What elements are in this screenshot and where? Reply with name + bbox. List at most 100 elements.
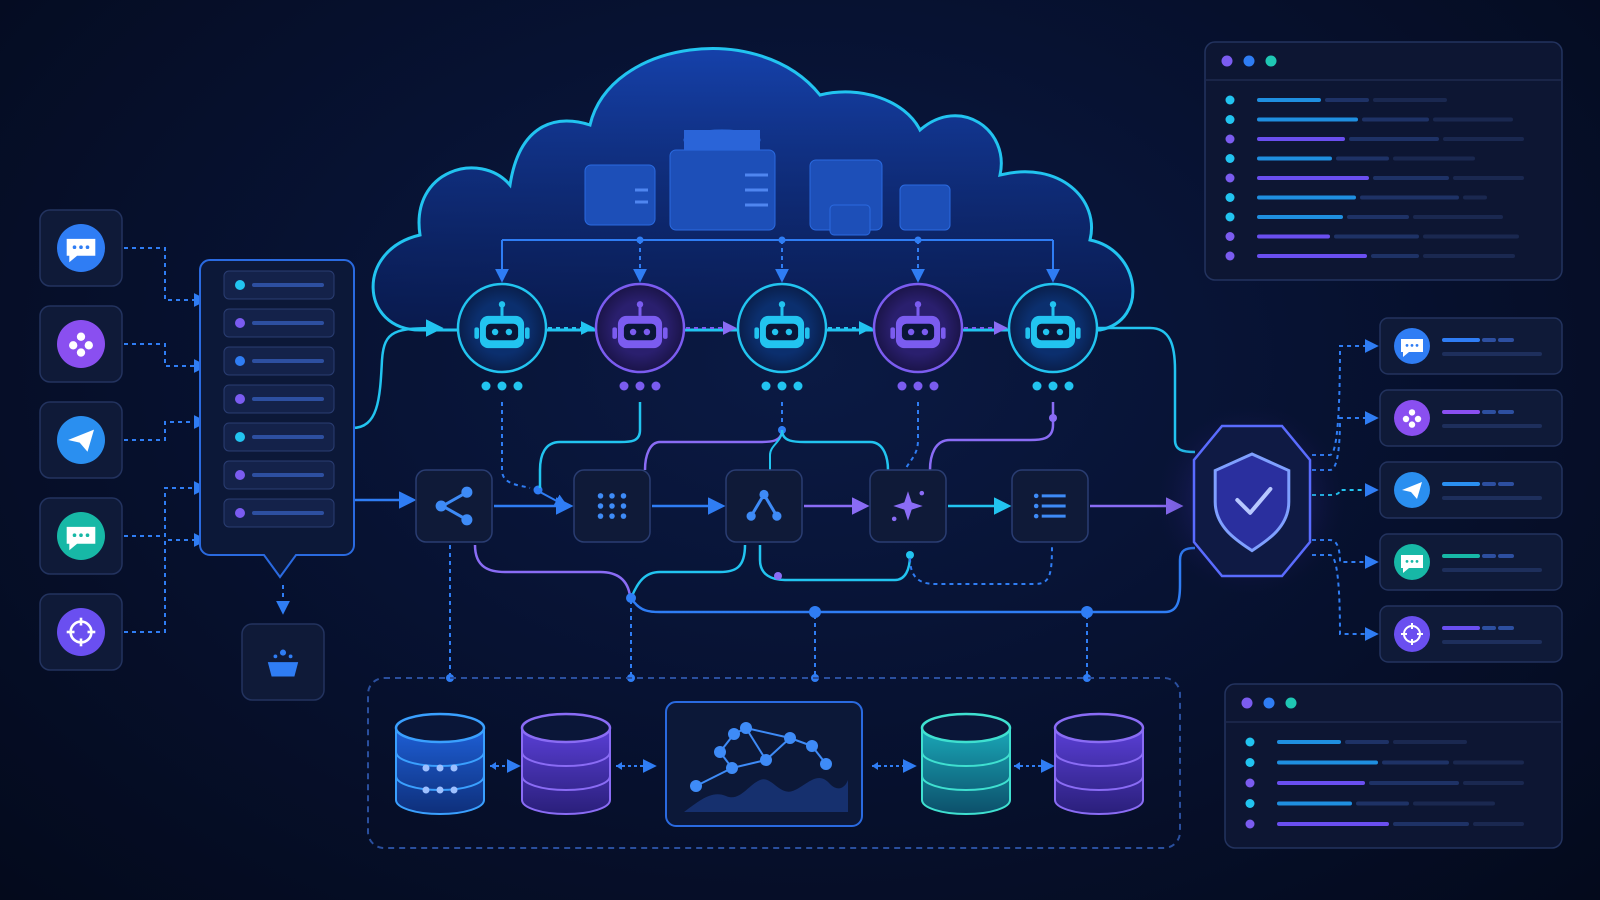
queue-item: [223, 270, 335, 300]
db-dot: [450, 786, 458, 794]
arrow-head: [616, 762, 622, 770]
log-window: [1204, 41, 1563, 281]
chat-bubble-icon: [1401, 339, 1423, 357]
db-dot: [450, 764, 458, 772]
message-queue: [199, 259, 355, 701]
connector: [501, 402, 531, 489]
queue-panel: [199, 259, 355, 579]
arrow-head: [872, 762, 878, 770]
log-bullet: [1245, 799, 1255, 808]
status-dot: [619, 381, 629, 391]
log-window: [1224, 683, 1563, 849]
connector: [780, 429, 890, 471]
network-icon: [746, 489, 782, 521]
connector: [124, 343, 208, 373]
connector: [904, 402, 919, 471]
graph-node: [820, 758, 832, 770]
chat-bubble-icon: [66, 238, 96, 263]
status-dot: [1064, 381, 1074, 391]
db-band: [921, 775, 1011, 791]
graph-node: [784, 732, 796, 744]
pipeline-node: [1011, 469, 1089, 543]
input-channel: [39, 401, 123, 479]
telegram-icon: [1402, 482, 1422, 499]
cloud: [371, 47, 1135, 332]
window-dot: [1263, 697, 1275, 709]
pipeline-node: [573, 469, 651, 543]
window-dot: [1221, 55, 1233, 67]
robot-icon: [1025, 301, 1081, 349]
output-channel: [1379, 605, 1563, 663]
window-dot: [1285, 697, 1297, 709]
graph-node: [714, 746, 726, 758]
connector: [124, 247, 208, 307]
input-channel: [39, 305, 123, 383]
status-dot: [897, 381, 907, 391]
security-guard: [1155, 405, 1345, 595]
shield-check-icon: [1213, 452, 1291, 553]
connector: [643, 429, 784, 471]
robot-icon: [754, 301, 810, 349]
queue-item-dot: [235, 280, 245, 290]
chat-bubble-icon: [1401, 555, 1423, 573]
robot-icon: [474, 301, 530, 349]
db-band: [521, 775, 611, 791]
input-channel: [39, 593, 123, 671]
junction-dot: [906, 551, 914, 559]
input-channel: [39, 497, 123, 575]
output-channel: [1379, 389, 1563, 447]
graph-area: [684, 777, 848, 812]
database-icon: [394, 712, 486, 815]
processing-pipeline: [415, 469, 1089, 543]
db-band: [521, 751, 611, 767]
queue-item-dot: [235, 432, 245, 442]
junction-dot: [1083, 674, 1091, 682]
status-dot: [1032, 381, 1042, 391]
db-band: [1054, 775, 1144, 791]
queue-item: [223, 422, 335, 452]
community-icon: [1402, 409, 1422, 428]
status-dot: [1048, 381, 1058, 391]
queue-item: [223, 346, 335, 376]
queue-item-dot: [235, 318, 245, 328]
status-dot: [793, 381, 803, 391]
db-body: [921, 728, 1011, 815]
queue-item-dot: [235, 356, 245, 366]
queue-item: [223, 308, 335, 338]
output-card: [1379, 389, 1563, 447]
queue-item-dot: [235, 508, 245, 518]
log-bullet: [1225, 154, 1235, 163]
channel-badge: [57, 320, 105, 368]
pipeline-node: [869, 469, 947, 543]
log-bullet: [1225, 232, 1235, 241]
list-icon: [1033, 493, 1066, 519]
queue-item: [223, 498, 335, 528]
db-body: [521, 728, 611, 815]
queue-item-dot: [235, 470, 245, 480]
status-dot: [651, 381, 661, 391]
output-channel: [1379, 317, 1563, 375]
log-bullet: [1225, 193, 1235, 202]
db-top: [1053, 712, 1145, 744]
graph-edge: [695, 767, 733, 787]
db-top: [920, 712, 1012, 744]
db-band: [921, 751, 1011, 767]
log-bullet: [1245, 778, 1255, 788]
output-channel: [1379, 533, 1563, 591]
pipeline-box: [415, 469, 493, 543]
log-bullet: [1225, 212, 1235, 222]
log-bullet: [1245, 819, 1255, 829]
graph-node: [726, 762, 738, 774]
pipeline-node: [725, 469, 803, 543]
status-dot: [497, 381, 507, 391]
junction-dot: [809, 606, 821, 618]
log-bullet: [1225, 95, 1235, 105]
graph-node: [728, 728, 740, 740]
connector: [928, 402, 1055, 471]
db-top: [394, 712, 486, 744]
input-channels: [39, 209, 123, 671]
status-dot: [761, 381, 771, 391]
junction-dot: [1049, 414, 1057, 422]
status-dot: [777, 381, 787, 391]
